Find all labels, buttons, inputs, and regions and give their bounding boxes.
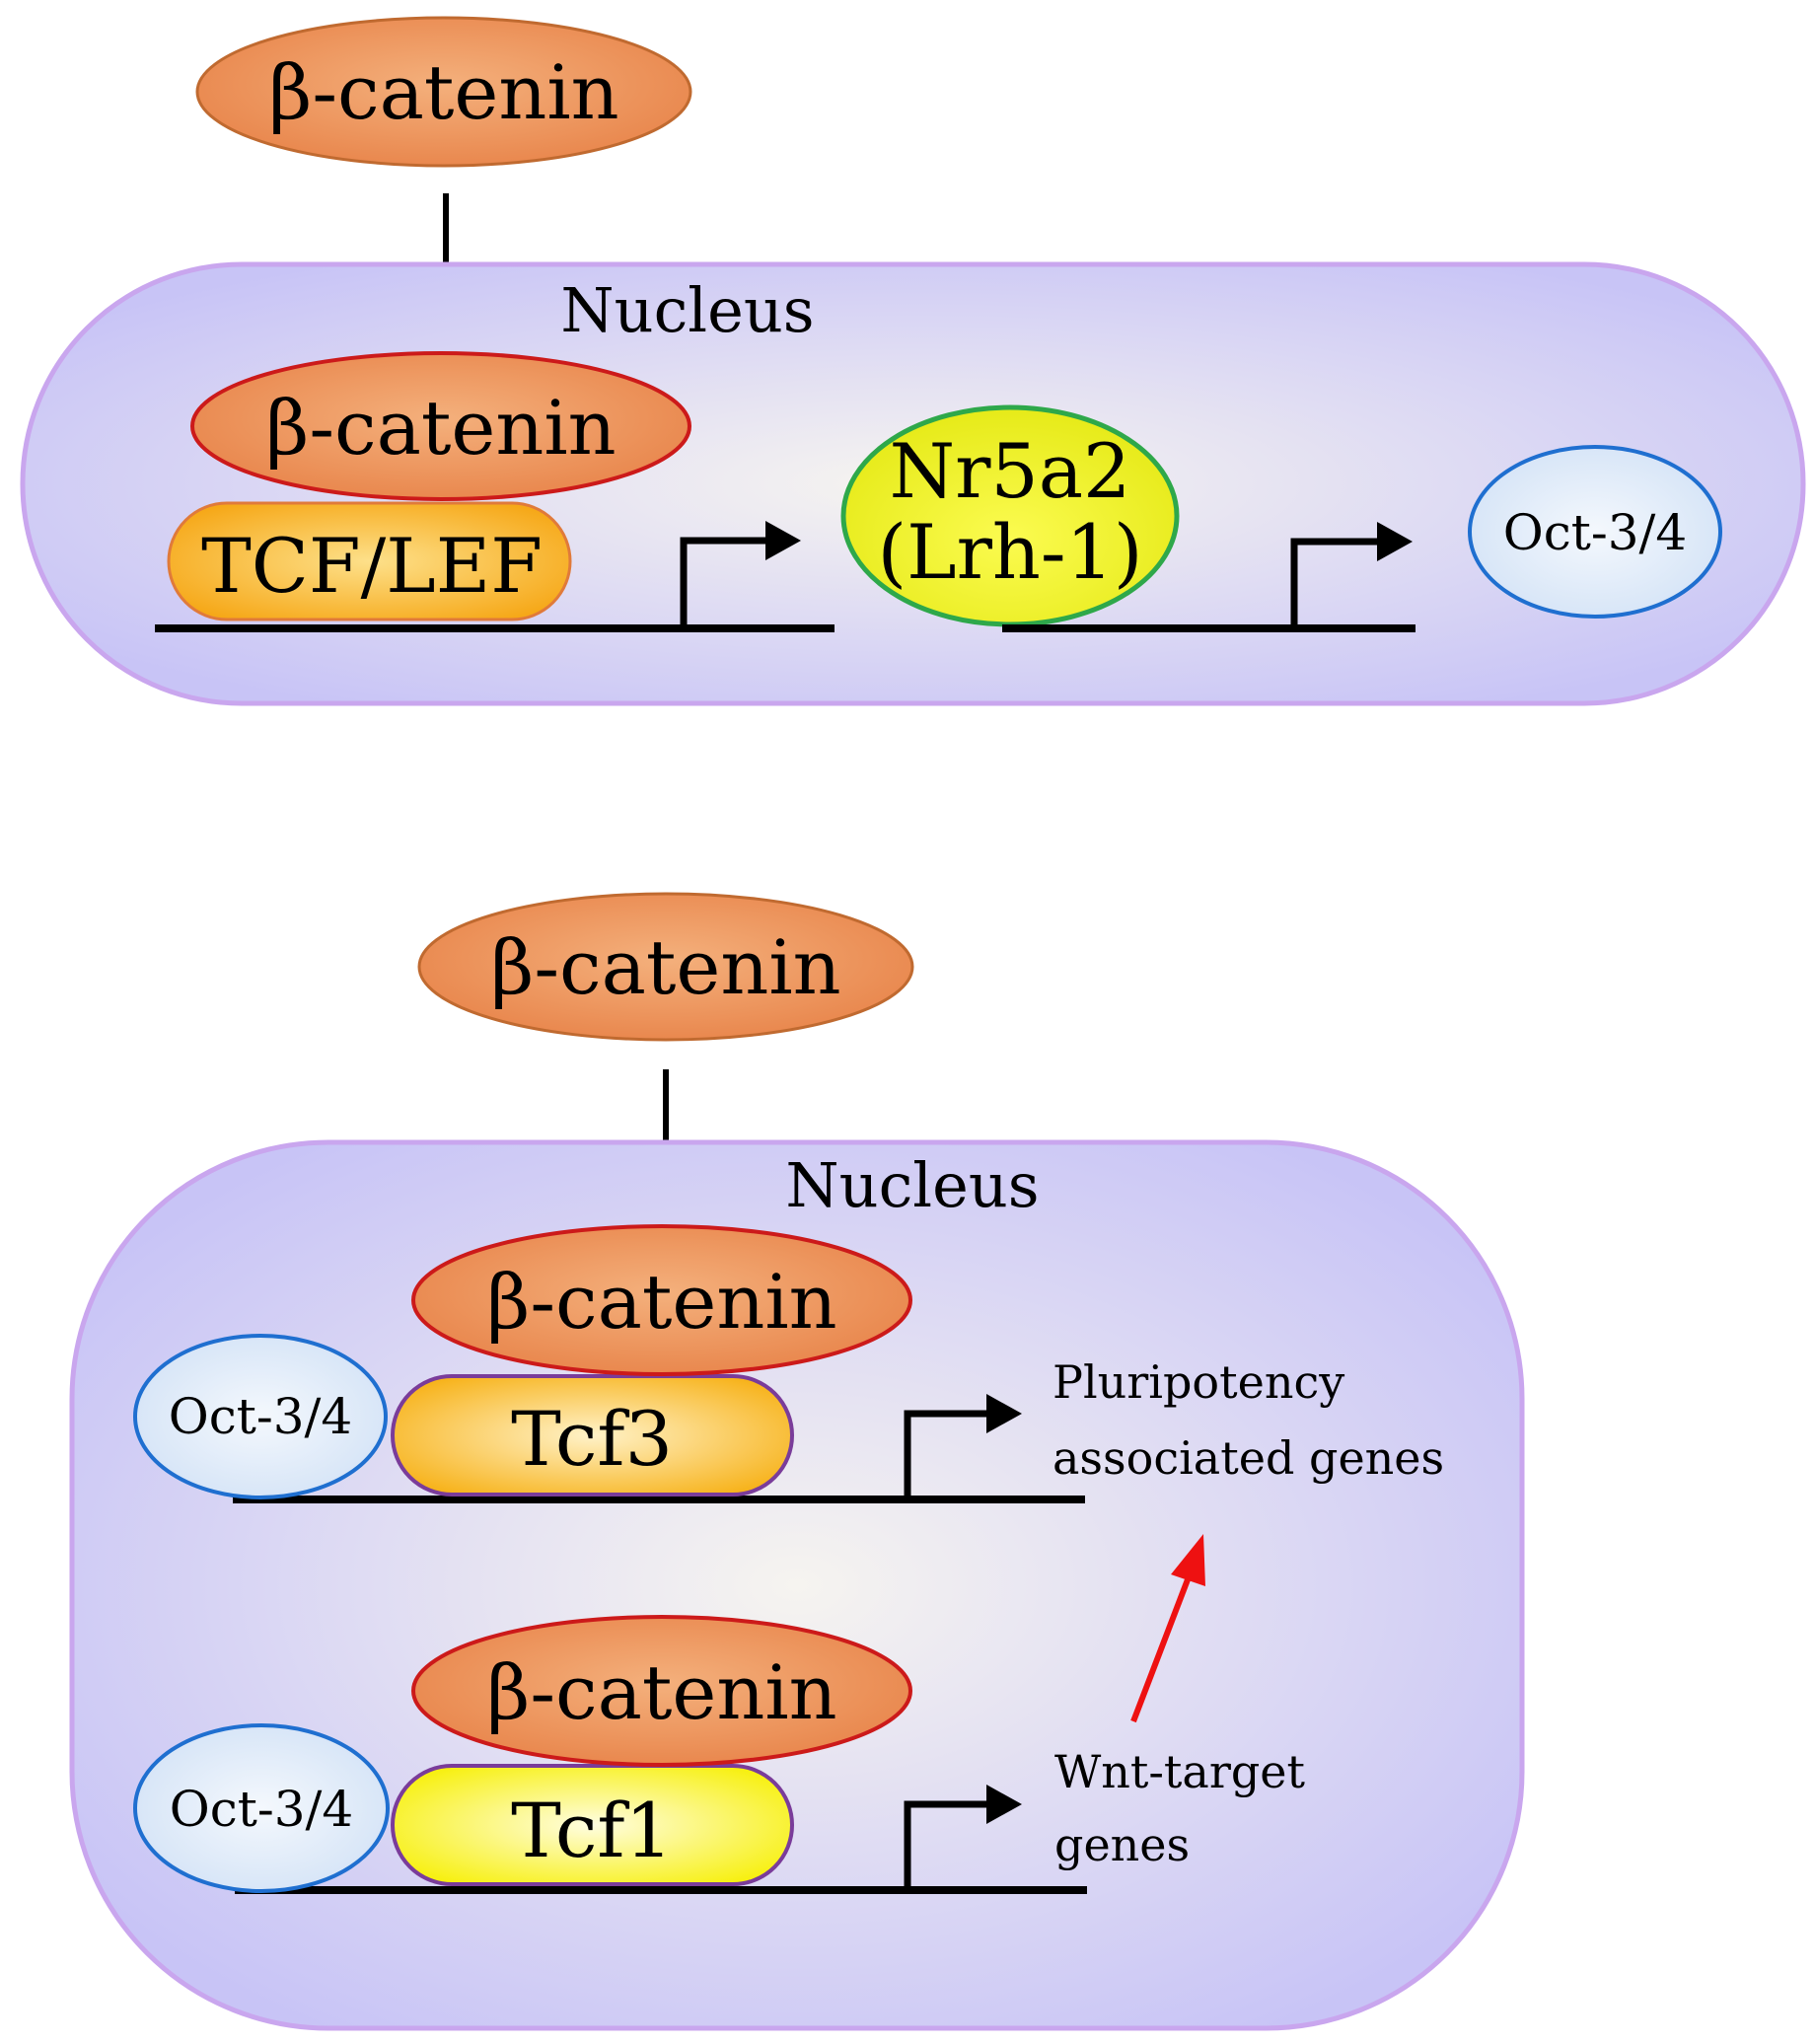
top-nr5a2-label-line2: (Lrh-1) <box>877 508 1142 596</box>
bottom-tcf3-label: Tcf3 <box>511 1395 673 1483</box>
top-beta-catenin-nucleus-label: β-catenin <box>265 384 616 472</box>
top-oct-3-4-label: Oct-3/4 <box>1503 504 1687 561</box>
bottom-beta-catenin-cytoplasm: β-catenin <box>417 892 914 1042</box>
bottom-beta-catenin-lower: β-catenin <box>411 1615 912 1767</box>
top-tcf-lef: TCF/LEF <box>167 501 572 621</box>
bottom-beta-catenin-lower-label: β-catenin <box>486 1648 836 1736</box>
top-beta-catenin-cytoplasm-label: β-catenin <box>268 48 618 136</box>
top-promoter-arrow-2 <box>1290 522 1413 628</box>
pluripotency-genes-label-line2: associated genes <box>1053 1431 1444 1485</box>
top-promoter-arrow-1 <box>680 521 801 628</box>
top-nr5a2: Nr5a2 (Lrh-1) <box>840 404 1180 627</box>
bottom-tcf1: Tcf1 <box>391 1764 794 1886</box>
bottom-tcf3: Tcf3 <box>391 1374 794 1496</box>
top-beta-catenin-cytoplasm: β-catenin <box>195 16 692 168</box>
bottom-oct-3-4-lower-label: Oct-3/4 <box>170 1781 353 1838</box>
bottom-oct-3-4-upper: Oct-3/4 <box>133 1334 388 1499</box>
bottom-tcf1-label: Tcf1 <box>511 1787 673 1874</box>
bottom-beta-catenin-upper: β-catenin <box>411 1224 912 1376</box>
wnt-to-pluripotency-red-arrow <box>1130 1534 1205 1723</box>
bottom-beta-catenin-cytoplasm-label: β-catenin <box>490 923 840 1011</box>
wnt-target-genes-label-line1: Wnt-target <box>1054 1745 1306 1798</box>
top-nr5a2-label-line1: Nr5a2 <box>890 427 1131 515</box>
wnt-target-genes-label-line2: genes <box>1054 1818 1190 1871</box>
bottom-promoter-arrow-upper <box>904 1394 1022 1499</box>
bottom-beta-catenin-upper-label: β-catenin <box>486 1258 836 1346</box>
top-nucleus-label: Nucleus <box>560 274 814 346</box>
top-beta-catenin-nucleus: β-catenin <box>190 351 691 501</box>
bottom-oct-3-4-upper-label: Oct-3/4 <box>169 1388 352 1445</box>
top-tcf-lef-label: TCF/LEF <box>201 522 543 610</box>
bottom-panel: β-catenin Nucleus Oct-3/4 Tcf3 β- <box>69 892 1525 2031</box>
top-oct-3-4: Oct-3/4 <box>1468 445 1722 619</box>
bottom-promoter-arrow-lower <box>904 1785 1022 1890</box>
bottom-oct-3-4-lower: Oct-3/4 <box>133 1723 390 1893</box>
bottom-nucleus-label: Nucleus <box>785 1149 1039 1221</box>
top-panel: β-catenin Nucleus TCF/LEF β-catenin <box>20 16 1806 706</box>
pluripotency-genes-label-line1: Pluripotency <box>1053 1355 1344 1409</box>
